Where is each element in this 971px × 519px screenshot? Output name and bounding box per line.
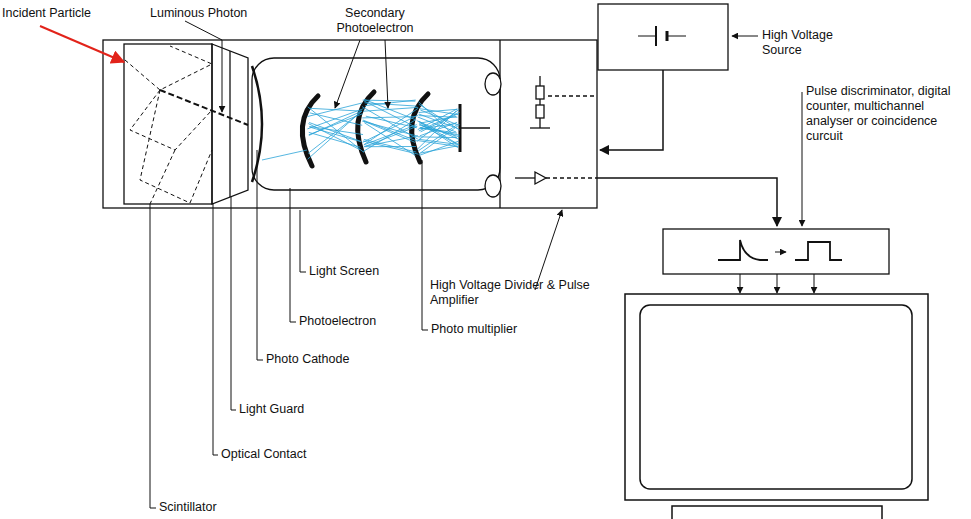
scintillator-block xyxy=(124,44,212,204)
light-guard xyxy=(212,44,248,204)
part-label: Optical Contact xyxy=(221,447,341,462)
hv-source-box xyxy=(598,4,728,70)
particle-track xyxy=(40,26,124,62)
part-label: Photo multiplier xyxy=(431,322,551,337)
part-label: Secondary Photoelectron xyxy=(320,6,430,36)
housing xyxy=(103,40,597,208)
dynode xyxy=(302,96,318,166)
part-label: Photoelectron xyxy=(299,314,409,329)
electron-paths xyxy=(262,99,460,160)
pin xyxy=(485,175,501,197)
part-label: Photo Cathode xyxy=(266,352,376,367)
part-label: Light Screen xyxy=(309,264,419,279)
part-label: High Voltage Source xyxy=(762,28,842,58)
monitor xyxy=(625,294,928,500)
pin xyxy=(485,73,501,95)
part-label: Scintillator xyxy=(159,500,269,515)
pm-tube xyxy=(252,58,500,190)
part-label: Incident Particle xyxy=(2,6,132,21)
part-label: Luminous Photon xyxy=(150,6,260,21)
pulse-processor-box xyxy=(663,229,889,274)
part-label: High Voltage Divider & Pulse Amplifier xyxy=(430,278,610,308)
part-label: Light Guard xyxy=(239,402,349,417)
part-label: Pulse discriminator, digital counter, mu… xyxy=(806,84,956,144)
optical-contact xyxy=(229,51,230,197)
